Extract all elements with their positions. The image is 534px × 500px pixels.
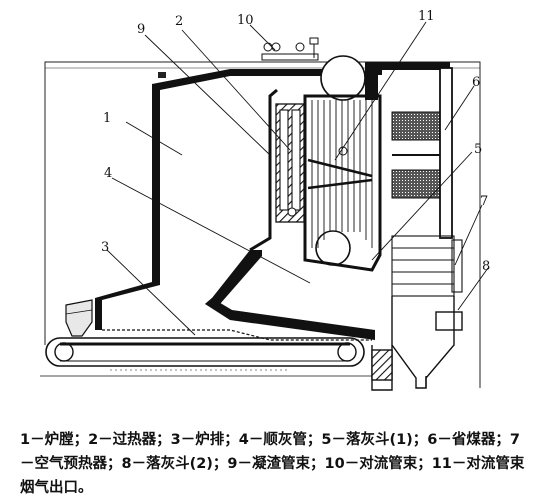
label-9: 9 (137, 22, 145, 37)
boiler-diagram: 1 2 3 4 5 6 7 8 9 10 11 (40, 9, 490, 391)
drum-mark-upper (338, 146, 348, 156)
ash-hopper-2 (391, 296, 463, 389)
label-6: 6 (472, 75, 480, 90)
furnace-floor (102, 329, 372, 341)
chain-grate (45, 337, 365, 371)
label-3: 3 (101, 240, 109, 255)
label-7: 7 (480, 194, 488, 209)
label-2: 2 (175, 14, 183, 29)
leader-lines (106, 21, 489, 336)
figure-caption: 1－炉膛；2－过热器；3－炉排；4－顺灰管；5－落灰斗(1)；6－省煤器；7－空… (20, 432, 525, 496)
number-labels: 1 2 3 4 5 6 7 8 9 10 11 (101, 9, 490, 274)
boiler-drums (315, 55, 366, 266)
label-10: 10 (237, 13, 254, 28)
label-11: 11 (418, 9, 435, 24)
flue-outlet-inner (382, 70, 442, 76)
rear-column (439, 67, 453, 239)
convective-tube-bundle (307, 100, 373, 248)
ash-hopper-1 (371, 345, 393, 391)
casing-marker (158, 72, 166, 78)
second-pass-wall (249, 88, 278, 252)
flue-outlet (365, 62, 450, 100)
label-4: 4 (104, 166, 112, 181)
label-5: 5 (474, 142, 482, 157)
rear-arch (205, 298, 375, 340)
label-8: 8 (482, 259, 490, 274)
superheater (275, 103, 305, 223)
top-valves (261, 37, 319, 61)
air-preheater (391, 235, 463, 297)
economizer (391, 111, 441, 199)
rear-arch-upper (205, 250, 262, 304)
label-1: 1 (103, 111, 111, 126)
coal-hopper (65, 299, 93, 337)
